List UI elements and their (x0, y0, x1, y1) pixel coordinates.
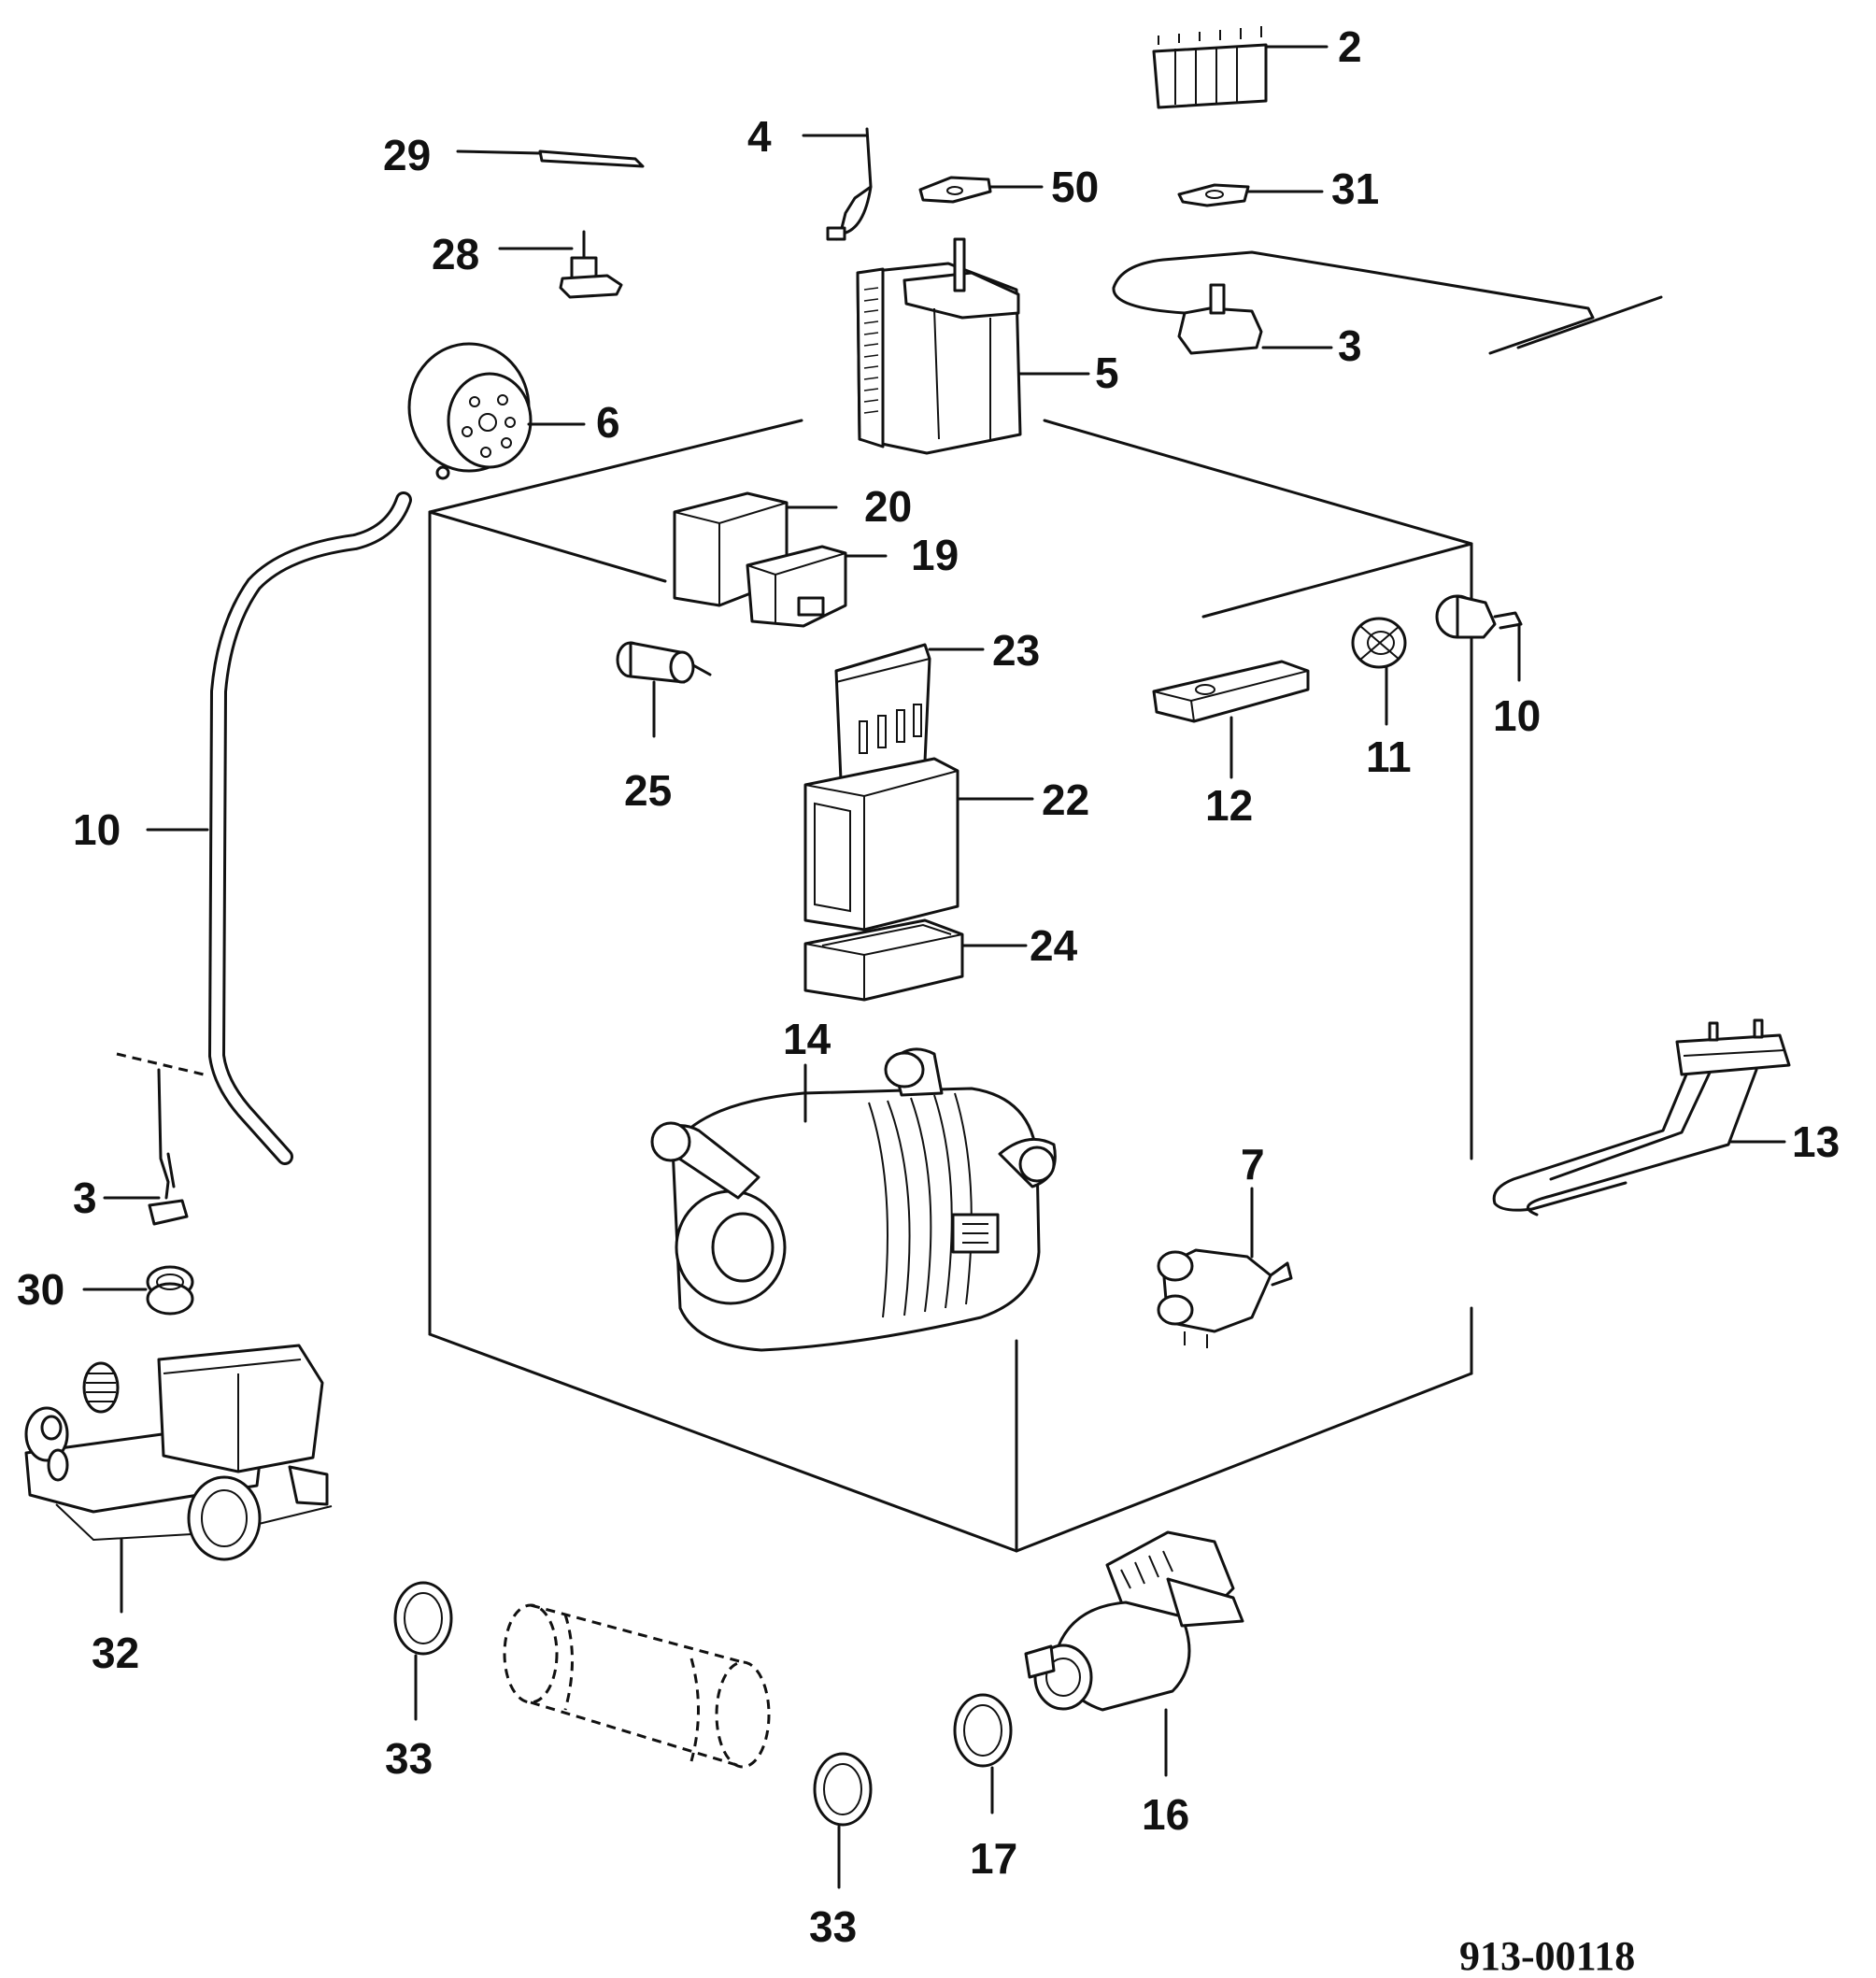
dashed-hose-reference (503, 1603, 771, 1769)
part-33-o-ring-left: 33 (385, 1581, 453, 1783)
part-10-thermostat: 10 (1435, 594, 1541, 740)
part-7-valve: 7 (1157, 1140, 1293, 1348)
part-23-board: 23 (834, 626, 1040, 787)
part-label-31: 31 (1331, 164, 1379, 213)
part-label-33-left: 33 (385, 1734, 433, 1783)
part-12-switch-plate: 12 (1152, 660, 1310, 830)
part-label-23: 23 (992, 626, 1040, 675)
part-33-o-ring-bottom: 33 (809, 1752, 873, 1951)
part-18-hose: 10 (73, 491, 412, 1165)
part-label-24: 24 (1030, 921, 1078, 970)
part-17-o-ring: 17 (953, 1693, 1017, 1883)
part-25-capacitor: 25 (616, 641, 712, 815)
part-label-33-bottom: 33 (809, 1902, 857, 1951)
part-16-drain-pump: 16 (1024, 1530, 1244, 1839)
part-4-wire-lead: 4 (747, 112, 873, 241)
part-label-2: 2 (1338, 22, 1362, 71)
part-label-18: 10 (73, 805, 121, 854)
part-29-bracket: 29 (383, 131, 645, 179)
part-label-5: 5 (1095, 349, 1119, 397)
part-3-pressure-switch: 3 (1112, 250, 1663, 370)
part-label-17: 17 (970, 1834, 1017, 1883)
part-label-29: 29 (383, 131, 431, 179)
part-label-30: 30 (17, 1265, 64, 1314)
part-label-11: 11 (1366, 733, 1412, 781)
part-19-module: 19 (746, 531, 959, 628)
part-label-10: 10 (1493, 691, 1541, 740)
part-24-base: 24 (803, 918, 1078, 1002)
part-label-20: 20 (864, 482, 912, 531)
part-5-timer: 5 (856, 237, 1119, 455)
part-50-plate: 50 (918, 163, 1099, 211)
part-label-13: 13 (1792, 1117, 1840, 1166)
part-label-22: 22 (1042, 776, 1089, 824)
part-label-6: 6 (596, 398, 620, 447)
part-6-motor-pulley: 6 (407, 342, 620, 480)
part-22-housing: 22 (803, 757, 1089, 932)
part-label-32: 32 (92, 1629, 139, 1677)
part-label-3-left: 3 (73, 1174, 97, 1222)
part-label-7: 7 (1241, 1140, 1265, 1188)
part-14-drum-motor: 14 (650, 1015, 1057, 1352)
part-label-4: 4 (747, 112, 772, 161)
part-28-switch: 28 (432, 230, 623, 299)
part-label-16: 16 (1142, 1790, 1189, 1839)
part-13-heating-element: 13 (1492, 1018, 1840, 1217)
part-31-plate: 31 (1177, 164, 1379, 213)
part-11-lamp-holder: 11 (1351, 617, 1412, 781)
part-label-3-top: 3 (1338, 321, 1362, 370)
part-30-seal: 30 (17, 1265, 194, 1316)
part-label-19: 19 (911, 531, 959, 579)
part-2-terminal-block: 2 (1152, 22, 1362, 109)
part-label-50: 50 (1051, 163, 1099, 211)
part-label-28: 28 (432, 230, 479, 278)
part-label-14: 14 (783, 1015, 831, 1063)
cabinet-outline (428, 419, 1473, 1553)
part-32-pump-manifold: 32 (24, 1344, 333, 1677)
part-label-25: 25 (624, 766, 672, 815)
diagram-reference-code: 913-00118 (1459, 1933, 1635, 1978)
part-label-12: 12 (1205, 781, 1253, 830)
part-3-level-sensor: 3 (73, 1052, 205, 1226)
